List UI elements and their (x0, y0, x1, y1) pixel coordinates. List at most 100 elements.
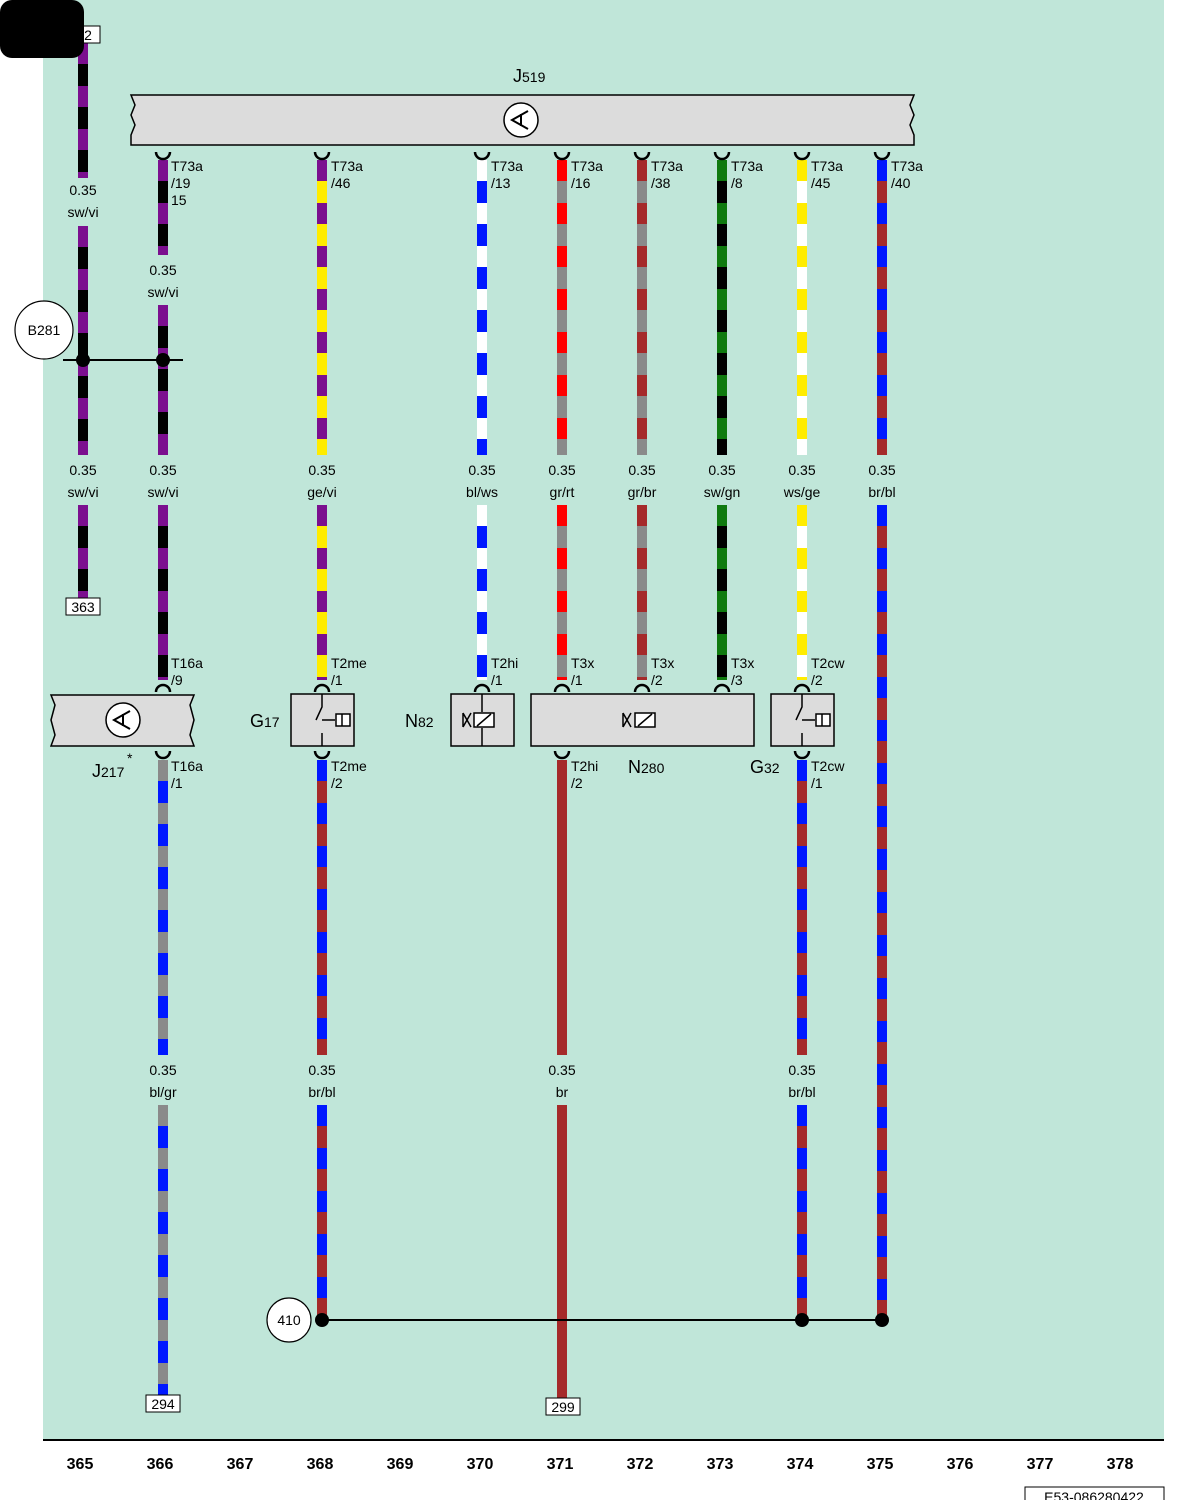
pin-label: T2cw (811, 655, 845, 671)
pin-label: /1 (331, 672, 343, 688)
footer-code-box (1024, 1486, 1165, 1500)
pin-label: T73a (171, 158, 203, 174)
pin-label: T3x (651, 655, 674, 671)
solenoid-valve-icon (462, 694, 495, 746)
ref-box-text: 294 (151, 1396, 175, 1412)
wire-size: 0.35 (868, 462, 895, 478)
connector-pin-icon (154, 750, 172, 760)
wire-size: 0.35 (149, 1062, 176, 1078)
wire-size: 0.35 (468, 462, 495, 478)
pin-labels-top: T73a /19 15 T73a /46 T73a /13 T73a /16 T… (171, 158, 923, 208)
wire-size: 0.35 (69, 182, 96, 198)
pin-label: T16a (171, 758, 203, 774)
pin-label: T73a (731, 158, 763, 174)
wire-size: 0.35 (788, 1062, 815, 1078)
column-number: 369 (387, 1456, 414, 1473)
page-tab (0, 0, 84, 58)
pin-label: /9 (171, 672, 183, 688)
connector-pin-icon (713, 151, 731, 161)
connector-pin-icon (313, 151, 331, 161)
column-number: 367 (227, 1456, 254, 1473)
splice-dot (315, 1313, 329, 1327)
wire-color: bl/ws (466, 484, 498, 500)
pin-label: /1 (491, 672, 503, 688)
pin-label: T2cw (811, 758, 845, 774)
pressure-switch-icon (795, 694, 831, 746)
control-valve-icon (622, 712, 656, 728)
pin-label: T3x (571, 655, 594, 671)
footnote-mark: * (127, 750, 133, 766)
ref-box[interactable] (65, 597, 101, 616)
electronic-module-icon (105, 702, 141, 738)
wire-color: bl/gr (149, 1084, 177, 1100)
column-number: 374 (787, 1456, 814, 1473)
connector-pin-icon (553, 151, 571, 161)
wire-color: ge/vi (307, 484, 337, 500)
column-number: 372 (627, 1456, 654, 1473)
wire-color: ws/ge (783, 484, 821, 500)
wire-color: br/bl (868, 484, 895, 500)
connector-pin-icon (793, 151, 811, 161)
pin-label: /13 (491, 175, 511, 191)
ground-point-410: 410 (266, 1297, 312, 1343)
pin-label: /16 (571, 175, 591, 191)
column-number: 378 (1107, 1456, 1134, 1473)
wire-size: 0.35 (308, 462, 335, 478)
pin-label: T73a (331, 158, 363, 174)
pin-label: T73a (491, 158, 523, 174)
connector-pin-icon (553, 683, 571, 693)
pin-label: /46 (331, 175, 351, 191)
ground-point-b281: B281 (14, 300, 74, 360)
ref-box[interactable] (545, 1397, 581, 1416)
pin-label: T2me (331, 758, 367, 774)
wire-size: 0.35 (548, 462, 575, 478)
connector-pin-icon (154, 683, 172, 693)
pin-labels-middle: T16a /9 T2me /1 T2hi /1 T3x /1 T3x /2 T3… (171, 655, 845, 791)
pin-label: /1 (811, 775, 823, 791)
connector-pin-icon (553, 750, 571, 760)
ref-box-text: 299 (551, 1399, 575, 1415)
splice-dot (76, 353, 90, 367)
column-number: 366 (147, 1456, 174, 1473)
pin-label: /40 (891, 175, 911, 191)
component-label-n280: N280 (628, 757, 665, 777)
ref-box-text: 363 (71, 599, 95, 615)
component-label-j519: J519 (513, 66, 546, 86)
pin-label: /8 (731, 175, 743, 191)
pin-label: /2 (811, 672, 823, 688)
pin-label: /1 (171, 775, 183, 791)
electronic-module-icon (503, 102, 539, 138)
splice-dot (156, 353, 170, 367)
wire-color: br/bl (788, 1084, 815, 1100)
pin-label: T2hi (571, 758, 598, 774)
connector-symbols (154, 151, 891, 760)
pin-label: /1 (571, 672, 583, 688)
ground-point-label: B281 (28, 322, 61, 338)
column-number: 368 (307, 1456, 334, 1473)
splice-dot (875, 1313, 889, 1327)
connector-pin-icon (873, 151, 891, 161)
connector-pin-icon (713, 683, 731, 693)
pin-label: T3x (731, 655, 754, 671)
wire-size: 0.35 (149, 462, 176, 478)
wire-color: gr/br (628, 484, 657, 500)
wire-size: 0.35 (628, 462, 655, 478)
wire-color: br/bl (308, 1084, 335, 1100)
pin-label: /2 (331, 775, 343, 791)
pin-label: /38 (651, 175, 671, 191)
column-number: 365 (67, 1456, 94, 1473)
connector-pin-icon (313, 683, 331, 693)
pin-label: /2 (571, 775, 583, 791)
pin-label: 15 (171, 192, 187, 208)
ref-box[interactable] (145, 1394, 181, 1413)
component-label-j217: J217 (92, 761, 125, 781)
wire-size: 0.35 (708, 462, 735, 478)
pin-label: T2hi (491, 655, 518, 671)
connector-pin-icon (473, 151, 491, 161)
column-number: 377 (1027, 1456, 1054, 1473)
pin-label: T16a (171, 655, 203, 671)
pin-label: /2 (651, 672, 663, 688)
footer-code: E53-086280422 (1044, 1489, 1144, 1500)
